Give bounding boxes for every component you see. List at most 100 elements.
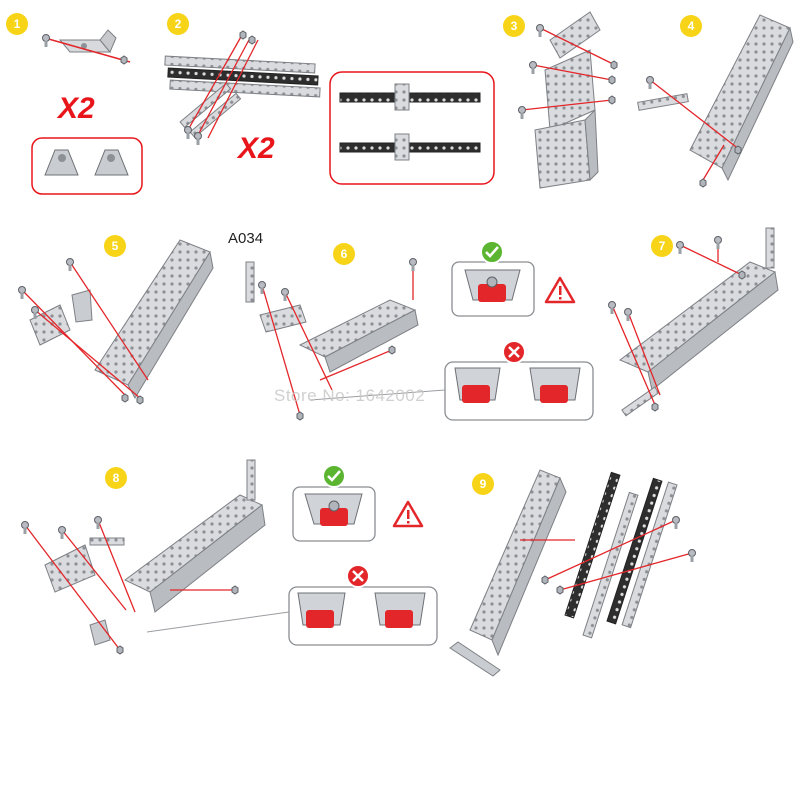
screw-icon bbox=[281, 288, 289, 302]
step-number: 8 bbox=[113, 471, 120, 485]
step-badge-icon: 7 bbox=[651, 235, 673, 257]
result-panel bbox=[329, 71, 495, 185]
guide-line bbox=[627, 311, 661, 396]
step-number: 1 bbox=[14, 17, 21, 31]
store-watermark: Store No: 1642002 bbox=[274, 386, 426, 405]
part-code-label: A034 bbox=[228, 230, 264, 247]
screw-icon bbox=[66, 258, 74, 272]
nut-icon bbox=[116, 645, 124, 655]
nut-icon bbox=[248, 35, 256, 45]
guide-line bbox=[559, 552, 693, 591]
step-5: 5 bbox=[18, 235, 214, 405]
step-number: 4 bbox=[688, 19, 695, 33]
screw-icon bbox=[58, 526, 66, 540]
guide-line bbox=[521, 99, 613, 111]
nut-icon bbox=[610, 60, 618, 70]
plate-parts bbox=[534, 11, 601, 189]
guide-line bbox=[61, 529, 127, 611]
step-badge-icon: 6 bbox=[333, 243, 355, 265]
guide-line bbox=[611, 304, 656, 406]
assembled-plate bbox=[619, 227, 779, 417]
guide-line bbox=[261, 284, 301, 416]
step-badge-icon: 2 bbox=[167, 13, 189, 35]
screw-icon bbox=[529, 61, 537, 75]
screw-icon bbox=[646, 76, 654, 90]
guide-line bbox=[539, 27, 616, 66]
screw-icon bbox=[42, 34, 50, 48]
step-number: 9 bbox=[480, 477, 487, 491]
nut-icon bbox=[136, 395, 144, 405]
nut-icon bbox=[541, 575, 549, 585]
guide-line bbox=[544, 519, 677, 581]
cross-icon bbox=[502, 340, 526, 364]
step-number: 5 bbox=[112, 239, 119, 253]
multiplier-label: X2 bbox=[56, 92, 95, 125]
guide-line bbox=[197, 37, 251, 136]
check-icon bbox=[322, 464, 346, 488]
result-panel bbox=[31, 137, 143, 195]
assembled-plate bbox=[637, 14, 794, 182]
guide-line bbox=[699, 144, 725, 186]
correct-panel bbox=[292, 486, 376, 542]
step-number: 3 bbox=[511, 19, 518, 33]
step-number: 6 bbox=[341, 247, 348, 261]
assembled-frame bbox=[449, 469, 678, 677]
multiplier-label: X2 bbox=[236, 132, 275, 165]
step-6: 6 bbox=[245, 240, 594, 421]
guide-line bbox=[679, 244, 743, 276]
step-7: 7 bbox=[608, 227, 779, 417]
screw-icon bbox=[672, 516, 680, 530]
guide-line bbox=[649, 79, 741, 151]
nut-icon bbox=[734, 145, 742, 155]
screw-icon bbox=[676, 241, 684, 255]
warning-icon bbox=[544, 276, 576, 304]
screw-icon bbox=[21, 521, 29, 535]
guide-line bbox=[319, 349, 393, 381]
guide-line bbox=[284, 291, 333, 391]
screw-icon bbox=[194, 132, 202, 146]
nut-icon bbox=[608, 75, 616, 85]
wrong-panel bbox=[288, 586, 438, 646]
step-badge-icon: 4 bbox=[680, 15, 702, 37]
nut-icon bbox=[651, 402, 659, 412]
nut-icon bbox=[388, 345, 396, 355]
guide-line bbox=[24, 524, 121, 651]
guide-line bbox=[69, 261, 149, 381]
assembled-plate bbox=[44, 459, 266, 646]
step-badge-icon: 9 bbox=[472, 473, 494, 495]
step-9: 9 bbox=[449, 469, 696, 677]
screw-icon bbox=[518, 106, 526, 120]
step-badge-icon: 3 bbox=[503, 15, 525, 37]
callout-line bbox=[146, 611, 290, 633]
step-2: 2 X2 bbox=[164, 13, 495, 185]
nut-icon bbox=[121, 393, 129, 403]
nut-icon bbox=[556, 585, 564, 595]
assembled-plate bbox=[29, 239, 214, 400]
nut-icon bbox=[608, 95, 616, 105]
nut-icon bbox=[239, 30, 247, 40]
guide-line bbox=[207, 39, 259, 139]
step-badge-icon: 5 bbox=[104, 235, 126, 257]
nut-icon bbox=[699, 178, 707, 188]
step-8: 8 bbox=[21, 459, 438, 655]
nut-icon bbox=[296, 411, 304, 421]
wrong-panel bbox=[444, 361, 594, 421]
screw-icon bbox=[688, 549, 696, 563]
bracket-part bbox=[58, 29, 117, 53]
step-number: 2 bbox=[175, 17, 182, 31]
strip-parts bbox=[164, 55, 321, 139]
correct-panel bbox=[451, 261, 535, 317]
guide-line bbox=[532, 64, 613, 81]
nut-icon bbox=[738, 270, 746, 280]
nut-icon bbox=[231, 585, 239, 595]
step-badge-icon: 1 bbox=[6, 13, 28, 35]
nut-icon bbox=[120, 55, 128, 65]
screw-icon bbox=[184, 126, 192, 140]
guide-line bbox=[44, 37, 131, 63]
step-badge-icon: 8 bbox=[105, 467, 127, 489]
guide-line bbox=[187, 34, 243, 131]
cross-icon bbox=[346, 564, 370, 588]
check-icon bbox=[480, 240, 504, 264]
step-1: 1 X2 bbox=[6, 13, 143, 195]
